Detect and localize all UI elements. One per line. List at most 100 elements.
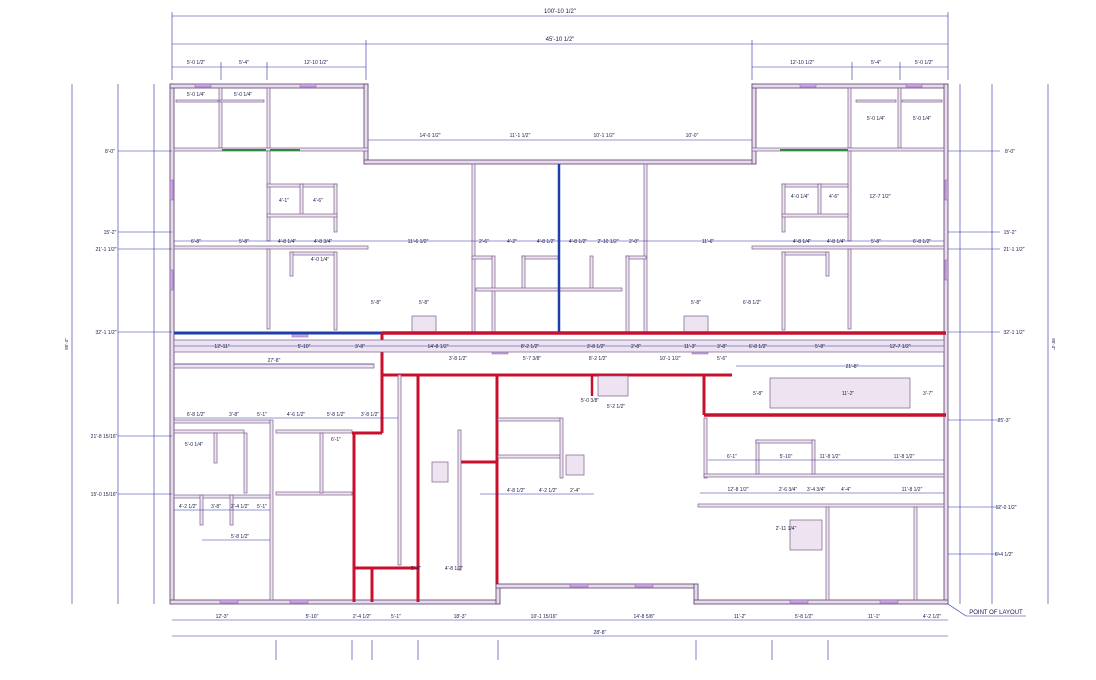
mid-row-dim-2: 5'-8" [239,239,249,245]
lm-dim-4: 4'-2 1/2" [539,488,558,494]
ll-dim-2: 3'-8" [229,412,239,418]
lr-dim-6: 2'-6 3/4" [779,487,798,493]
point-of-layout-label: POINT OF LAYOUT [969,610,1023,616]
top-dim-left-3: 12'-10 1/2" [304,60,328,66]
court-dim-3: 10'-1 1/2" [593,133,614,139]
right-dim-6: 12'-0 1/2" [995,505,1016,511]
ll-dim-11: 2'-4 1/2" [231,504,250,510]
bottom-dimension-strings: 12'-3" 5'-10" 2'-4 1/2" 5'-1" 18'-3" 10'… [172,614,948,660]
ur-small-dim-2: 4'-6" [829,194,839,200]
ll-dim-6: 3'-8 1/2" [361,412,380,418]
band-dim-3: 3'-8" [355,344,365,350]
overall-depth-left: 85'-3" [64,338,69,350]
lr-dim-9: 11'-8 1/2" [902,487,923,493]
mid-label-4: 3'-8 1/2" [449,356,468,362]
bottom-dim-10: 11'-1" [868,614,881,620]
ll-dim-8: 6'-1" [331,437,341,443]
mid-row-dim-11: 2'-0" [629,239,639,245]
mid-row-dim-8: 4'-8 1/2" [537,239,556,245]
mid-row-dim-1: 6'-8" [191,239,201,245]
mid-row-dim-9: 4'-8 1/2" [569,239,588,245]
band2-dim-6: 21'-8" [846,364,859,370]
ll-dim-15: 4'-8 1/2" [445,566,464,572]
ur-small-dim-1: 4'-0 1/4" [791,194,810,200]
ll-dim-10: 3'-8" [211,504,221,510]
ur-room-dim-1: 5'-0 1/4" [867,116,886,122]
top-dim-left-2: 5'-4" [239,60,249,66]
left-dimension-strings: 8'-0" 15'-2" 21'-1 1/2" 32'-1 1/2" 21'-8… [64,84,172,604]
mid-label-6: 8'-2 1/2" [589,356,608,362]
band2-dim-1: 27'-8" [268,358,281,364]
middle-width-label: 45'-10 1/2" [546,37,575,43]
ul-room-dim-2: 5'-0 1/4" [234,92,253,98]
central-upper-block [411,163,709,333]
mid-row-dim-12: 11'-6" [702,239,715,245]
bottom-dim-4: 5'-1" [391,614,401,620]
band-dim-4: 14'-8 1/2" [427,344,448,350]
lower-middle-dimensions: 5'-0 3/8" 5'-2 1/2" 4'-8 1/2" 4'-2 1/2" … [480,398,626,495]
ll-dim-3: 5'-1" [257,412,267,418]
bottom-total-dim: 28'-8" [594,630,607,636]
upper-right-unit: 5'-0 1/4" 5'-0 1/4" 4'-0 1/4" 4'-6" 12'-… [751,87,945,331]
right-dim-1: 8'-0" [1005,149,1015,155]
upper-left-unit: 5'-0 1/4" 5'-0 1/4" 4'-1" 4'-6" 4'-0 1/4… [173,87,369,331]
mid-label-9: 6'-8 1/2" [743,300,762,306]
bottom-dim-7: 14'-8 5/8" [633,614,654,620]
bottom-dim-5: 18'-3" [454,614,467,620]
lr-dim-5: 12'-8 1/2" [727,487,748,493]
lr-dim-8: 4'-4" [841,487,851,493]
right-dimension-strings: 8'-0" 15'-2" 21'-1 1/2" 32'-1 1/2" 25'-3… [948,84,1056,604]
left-dim-4: 32'-1 1/2" [95,330,116,336]
bottom-dim-9: 5'-8 1/2" [795,614,814,620]
left-dim-1: 8'-0" [105,149,115,155]
ul-room-dim-1: 5'-0 1/4" [187,92,206,98]
right-dim-7: 6'-4 1/2" [995,552,1014,558]
band-dim-8: 11'-3" [684,344,697,350]
ll-dim-5: 5'-8 1/2" [327,412,346,418]
band-dim-6: 3'-8 1/2" [587,344,606,350]
right-dim-5: 25'-3" [998,418,1011,424]
mid-row-dim-4: 4'-8 3/4" [314,239,333,245]
lm-dim-3: 4'-8 1/2" [507,488,526,494]
ur-small-dim-3: 12'-7 1/2" [869,194,890,200]
mid-label-1: 5'-8" [371,300,381,306]
court-dim-2: 11'-1 1/2" [510,133,531,139]
mid-row-dim-6: 2'-6" [479,239,489,245]
ul-small-dim-1: 4'-1" [279,198,289,204]
band-dim-1: 12'-11" [214,344,229,350]
left-dim-5: 21'-8 15/16" [91,434,118,440]
lr-dim-2: 5'-10" [780,454,793,460]
lr-dim-1: 6'-1" [727,454,737,460]
lr-dim-4: 11'-8 1/2" [894,454,915,460]
mid-label-2: 5'-8" [419,300,429,306]
band-dim-10: 6'-8 1/2" [749,344,768,350]
left-dim-6: 15'-0 15/16" [91,492,118,498]
left-dim-2: 15'-2" [104,230,117,236]
mid-row-dim-10: 2'-10 1/2" [597,239,618,245]
left-dim-3: 21'-1 1/2" [95,247,116,253]
band-dim-11: 5'-8" [815,344,825,350]
ll-dim-9: 4'-2 1/2" [179,504,198,510]
lm-dim-2: 5'-2 1/2" [607,404,626,410]
top-dim-left-1: 5'-0 1/2" [187,60,206,66]
mid-row-dim-13: 4'-8 1/4" [793,239,812,245]
band-dim-12: 12'-7 1/2" [889,344,910,350]
top-dim-right-1: 12'-10 1/2" [790,60,814,66]
top-dim-right-3: 5'-0 1/2" [915,60,934,66]
ul-small-dim-3: 4'-0 1/4" [311,257,330,263]
mid-row-dim-5: 11'-6 1/2" [408,239,429,245]
overall-depth-right: 85'-3" [1051,338,1056,350]
ur-room-dim-2: 5'-0 1/4" [913,116,932,122]
lower-left-dimensions: 6'-8 1/2" 3'-8" 5'-1" 4'-6 1/2" 5'-8 1/2… [174,412,463,572]
mid-label-3: 5'-8" [691,300,701,306]
bottom-dim-2: 5'-10" [306,614,319,620]
ll-dim-4: 4'-6 1/2" [287,412,306,418]
lr-dim-10: 2'-11 1/4" [776,526,797,532]
lr-dim-3: 11'-8 1/2" [820,454,841,460]
band2-dim-2: 5'-8" [753,391,763,397]
band-dim-9: 3'-8" [717,344,727,350]
lower-middle-unit [431,375,629,584]
lm-dim-1: 5'-0 3/8" [581,398,600,404]
right-dim-4: 32'-1 1/2" [1003,330,1024,336]
